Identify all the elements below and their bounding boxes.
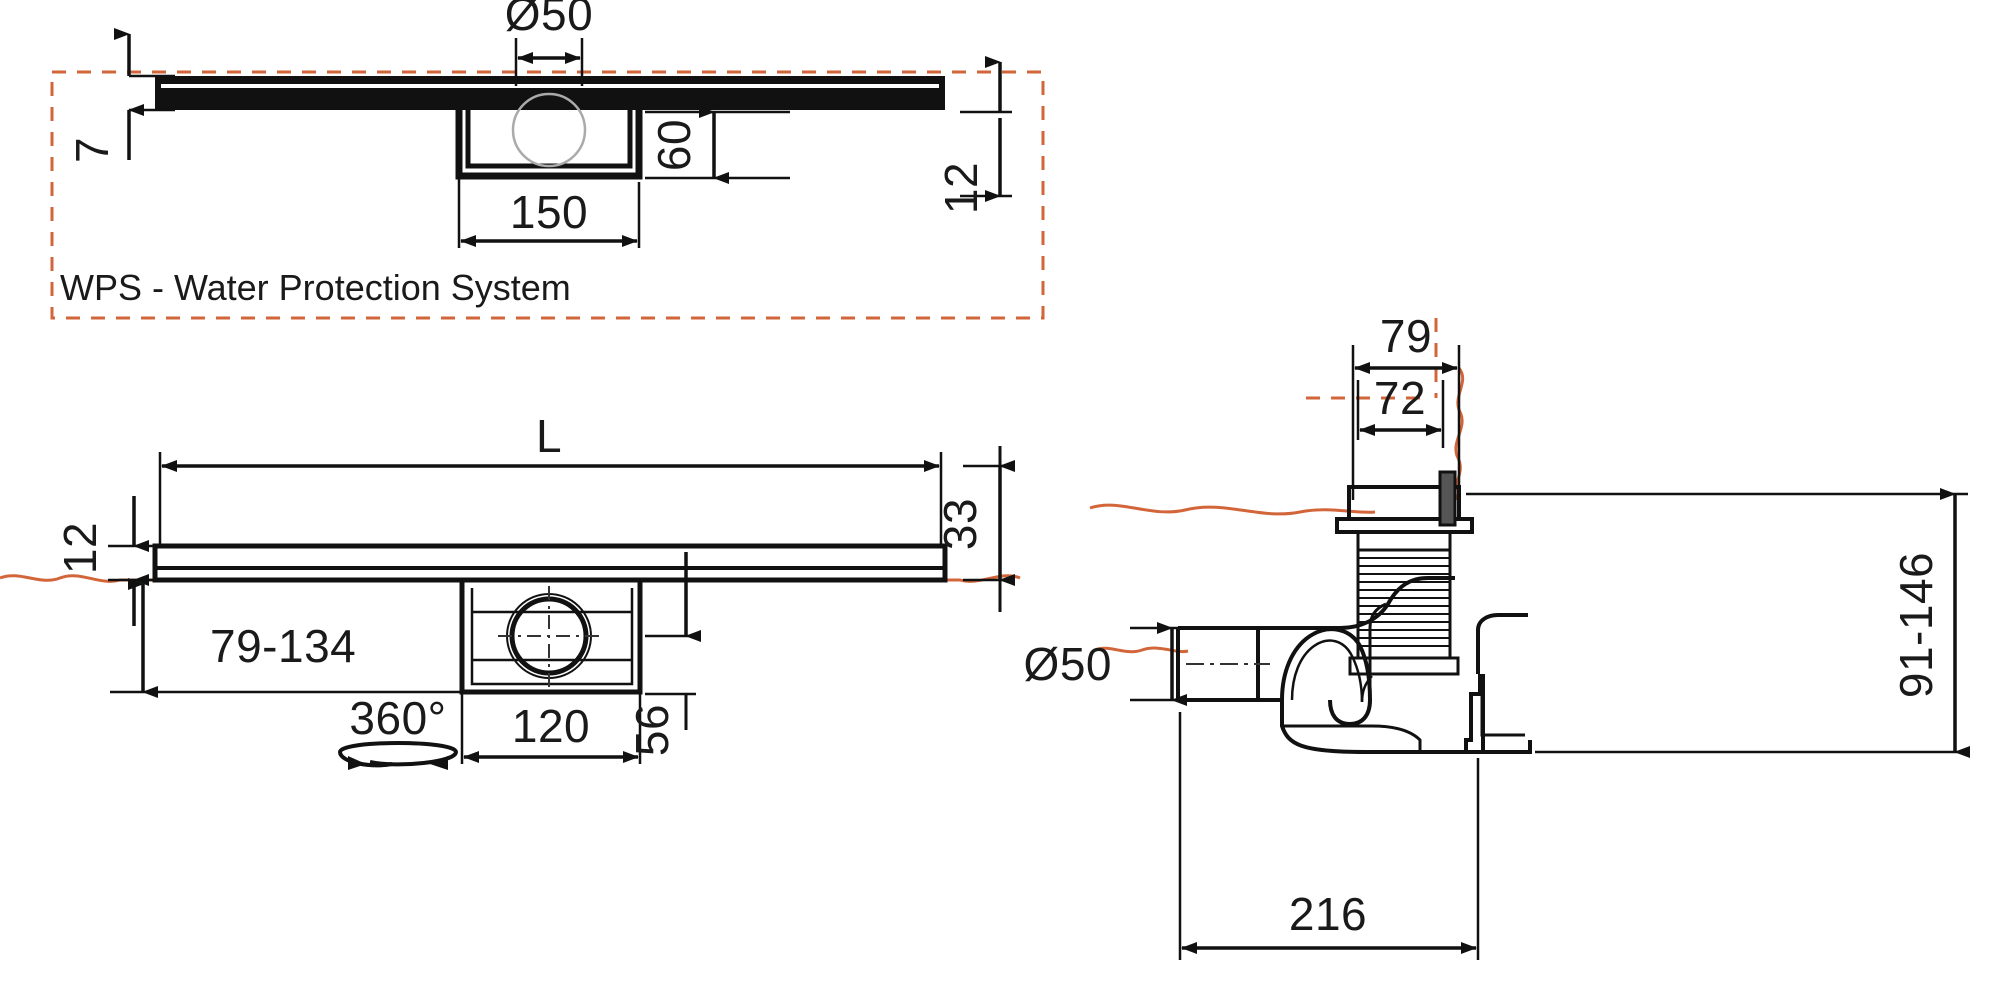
dim-79: 79 bbox=[1351, 310, 1461, 500]
dim-label-360: 360° bbox=[349, 692, 446, 744]
dim-79-134: 79-134 bbox=[110, 578, 462, 698]
dim-56: 56 bbox=[626, 552, 701, 756]
siphon-body bbox=[1176, 576, 1532, 754]
channel-profile-section bbox=[155, 76, 945, 180]
dim-150: 150 bbox=[457, 176, 641, 248]
top-view-group: Ø50 7 60 12 bbox=[50, 0, 1045, 320]
flange-plate bbox=[1335, 470, 1474, 534]
side-view-group: 79 72 91-146 Ø50 bbox=[1024, 310, 1970, 960]
dim-12-top: 12 bbox=[935, 56, 1012, 214]
dim-label-120: 120 bbox=[512, 700, 590, 752]
dim-7: 7 bbox=[66, 28, 175, 163]
dim-label-12-top: 12 bbox=[935, 162, 987, 214]
rotation-arrow-right bbox=[430, 756, 448, 770]
dim-120: 120 bbox=[460, 694, 642, 764]
dim-label-60: 60 bbox=[648, 119, 700, 171]
dim-216: 216 bbox=[1178, 712, 1480, 960]
waterline-front bbox=[0, 574, 1021, 583]
dim-d50-outlet: Ø50 bbox=[1024, 622, 1187, 706]
dim-12-front: 12 bbox=[54, 496, 156, 626]
dim-L: L bbox=[158, 410, 943, 548]
wps-caption: WPS - Water Protection System bbox=[60, 267, 571, 308]
dim-360-rotation: 360° bbox=[338, 692, 459, 770]
telescopic-riser bbox=[1348, 530, 1460, 676]
dim-label-d50-top: Ø50 bbox=[505, 0, 593, 40]
dim-label-79-134: 79-134 bbox=[210, 620, 356, 672]
dim-label-216: 216 bbox=[1289, 888, 1367, 940]
waterline-side-upper bbox=[1089, 503, 1376, 516]
dim-label-12-front: 12 bbox=[54, 522, 106, 574]
dim-label-72: 72 bbox=[1374, 372, 1426, 424]
dim-33: 33 bbox=[934, 446, 1015, 612]
dim-label-56: 56 bbox=[626, 704, 678, 756]
dim-label-79: 79 bbox=[1380, 310, 1432, 362]
dim-label-150: 150 bbox=[510, 186, 588, 238]
front-view-group: L 12 33 79- bbox=[0, 410, 1021, 770]
wps-envelope bbox=[50, 70, 1045, 320]
dim-72: 72 bbox=[1356, 372, 1445, 448]
dim-label-L: L bbox=[536, 410, 562, 462]
channel-front-profile bbox=[152, 543, 948, 695]
dim-label-33: 33 bbox=[934, 498, 986, 550]
rotation-arrow-left bbox=[348, 756, 366, 770]
dim-label-d50-outlet: Ø50 bbox=[1024, 638, 1112, 690]
dim-60: 60 bbox=[645, 106, 790, 184]
dim-label-91-146: 91-146 bbox=[1890, 552, 1942, 698]
dim-91-146: 91-146 bbox=[1466, 488, 1970, 758]
dim-d50-top: Ø50 bbox=[505, 0, 593, 86]
dim-label-7: 7 bbox=[66, 137, 118, 163]
membrane-corner-dashed bbox=[1300, 318, 1438, 400]
